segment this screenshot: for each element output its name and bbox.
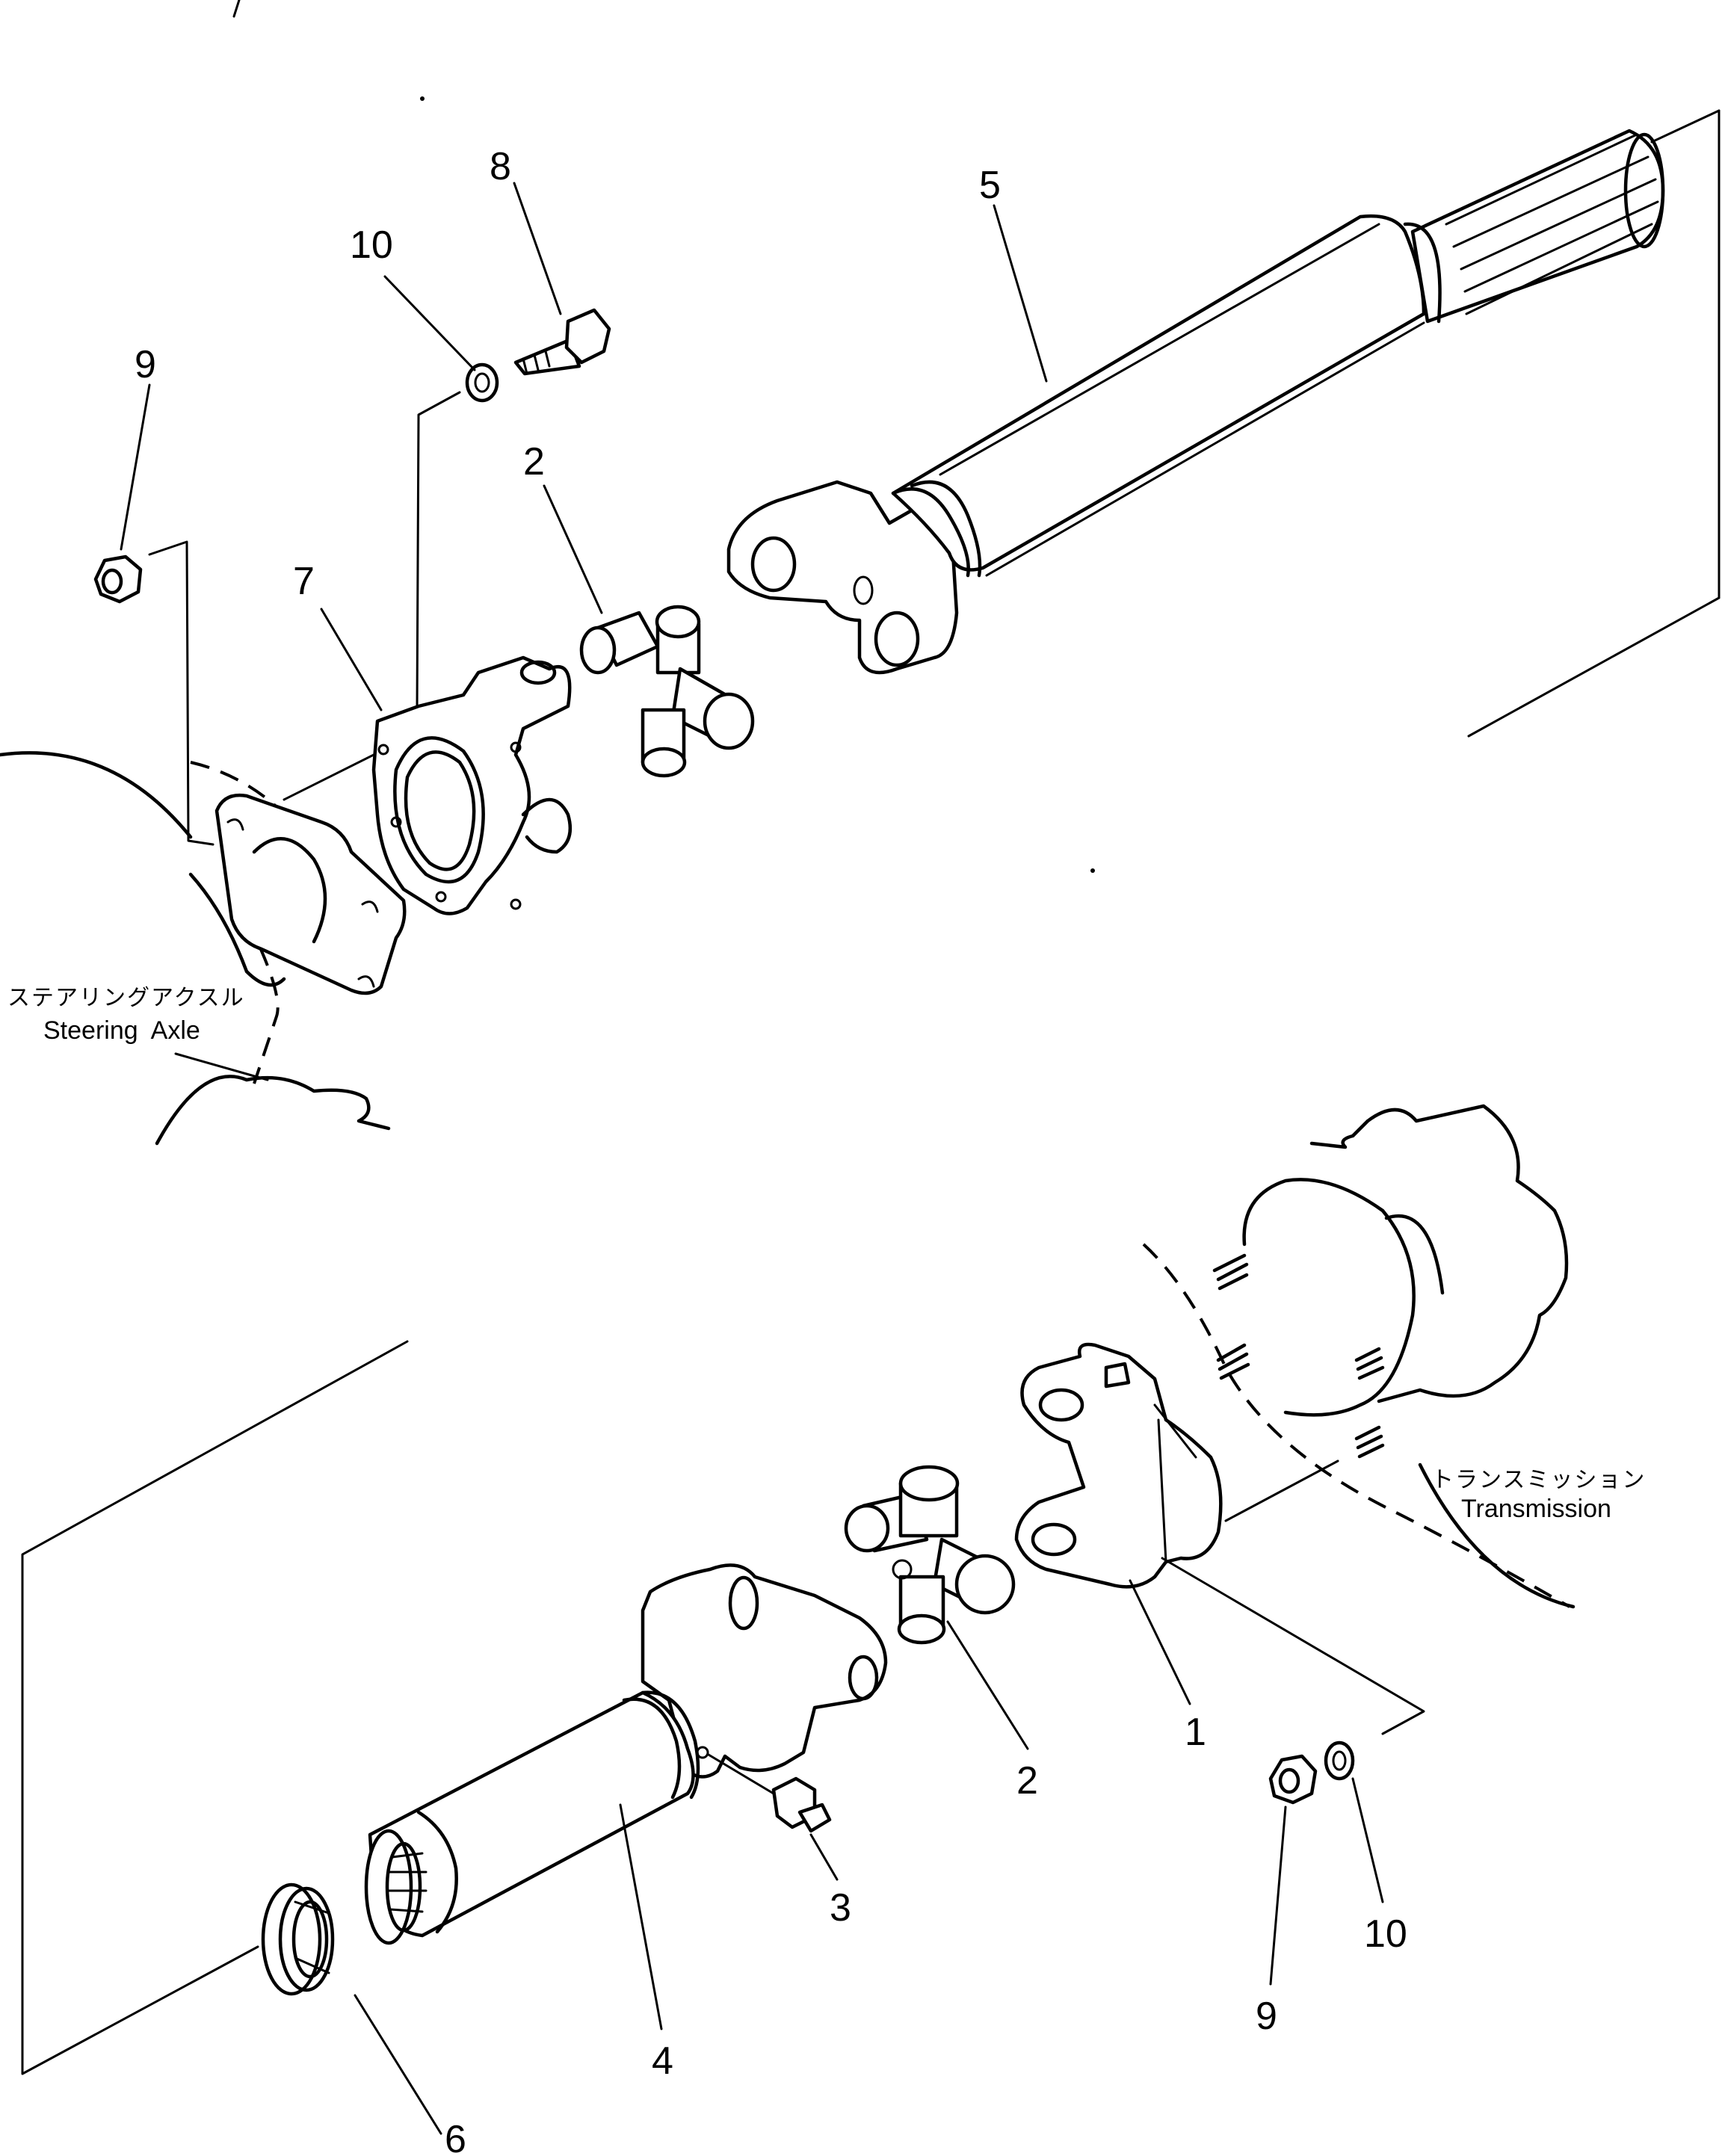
transmission-label-en: Transmission [1461,1495,1611,1523]
callout-2-lower: 2 [1016,1759,1038,1803]
upper-frame-lines [1467,109,1721,738]
callout-4: 4 [652,2039,673,2083]
callout-3: 3 [830,1886,851,1930]
seal-ring [261,1882,335,1996]
universal-joint-upper [579,605,755,778]
axle-flange [215,793,407,995]
callout-numbers: 1 2 2 3 4 5 6 7 8 9 9 10 10 [135,145,1407,2156]
steering-axle-housing [0,751,391,1146]
callout-1: 1 [1185,1711,1206,1754]
bolt [513,308,611,376]
flange-yoke-lower [1014,1342,1223,1589]
callout-10-lower: 10 [1364,1912,1407,1956]
callout-8: 8 [490,145,511,188]
callout-6: 6 [445,2118,466,2156]
transmission-label-jp: トランスミッション [1431,1467,1646,1493]
nut-lower [1268,1754,1318,1805]
leader-lines [120,182,1384,2135]
callout-2-upper: 2 [523,440,545,484]
lower-frame-lines [21,1340,409,2075]
grease-nipple [707,1753,832,1833]
drive-shaft-upper [726,129,1665,675]
callout-9-upper: 9 [135,343,156,386]
callout-10-upper: 10 [350,223,393,267]
steering-axle-label-jp: ステアリングアクスル [7,985,245,1011]
callout-5: 5 [979,164,1001,207]
steering-axle-label: ステアリングアクスル Steering Axle [7,985,245,1045]
universal-joint-lower [844,1465,1016,1645]
callout-7: 7 [293,560,315,603]
steering-axle-label-en: Steering Axle [43,1016,200,1045]
leader-9-upper [148,540,215,846]
washer-lower [1324,1740,1355,1781]
washer-upper [465,362,499,403]
drive-shaft-lower [364,1563,888,1945]
nut-upper [93,555,143,604]
flange-yoke [371,655,573,915]
transmission-label: トランスミッション Transmission [1431,1467,1646,1523]
callout-9-lower: 9 [1256,1995,1277,2038]
transmission-housing [1142,1104,1576,1609]
